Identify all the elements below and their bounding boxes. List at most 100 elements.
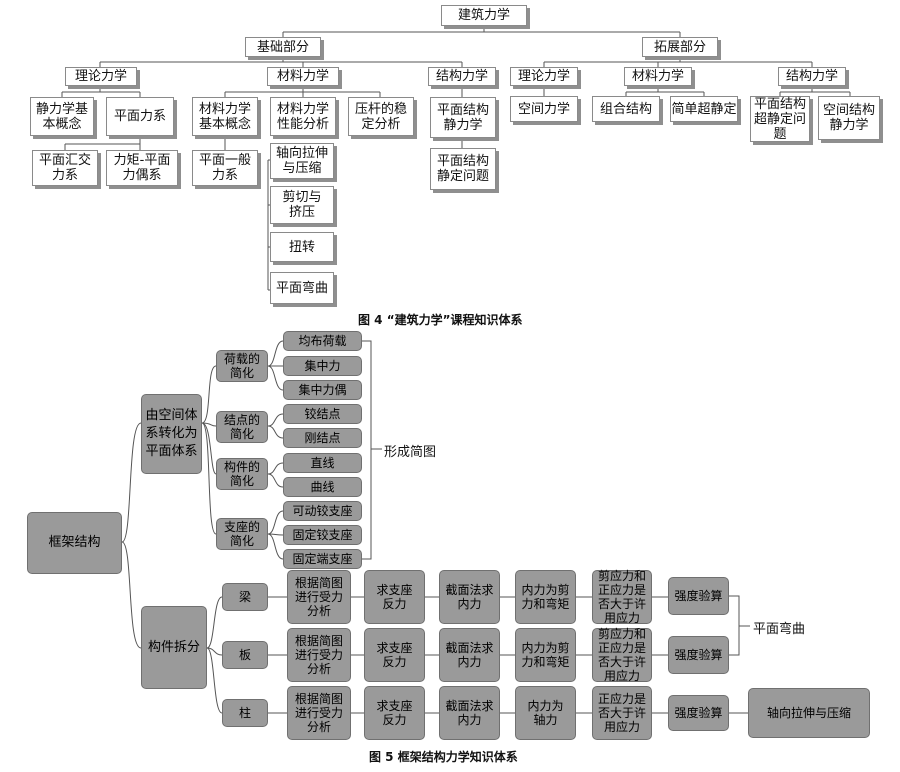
node-space-to-plane: 由空间体系转化为平面体系	[141, 394, 202, 474]
beam-step-analysis: 根据简图进行受力分析	[287, 570, 351, 624]
node-label: 静力学基本概念	[35, 101, 88, 132]
node-label: 简单超静定	[671, 101, 737, 117]
node-label: 固定铰支座	[292, 528, 353, 542]
node-structure: 结构力学	[428, 67, 496, 86]
node-label: 正应力是否大于许用应力	[597, 692, 646, 734]
column-step-reaction: 求支座反力	[364, 686, 425, 740]
slab-step-analysis: 根据简图进行受力分析	[287, 628, 351, 682]
node-label: 框架结构	[48, 535, 101, 550]
node-label: 构件的简化	[224, 460, 261, 488]
node-ext-materials: 材料力学	[624, 67, 692, 86]
label-plane-bending: 平面弯曲	[753, 622, 806, 637]
label-form-diagram: 形成简图	[384, 445, 437, 460]
node-curve: 曲线	[283, 477, 362, 497]
node-label: 剪切与挤压	[282, 190, 322, 220]
node-label: 材料力学性能分析	[276, 101, 329, 132]
figure-5-caption: 图 5 框架结构力学知识体系	[369, 750, 518, 764]
node-label: 空间力学	[517, 101, 570, 117]
node-label: 平面一般力系	[198, 153, 251, 183]
node-label: 求支座反力	[376, 583, 413, 611]
node-label: 由空间体系转化为平面体系	[145, 408, 198, 459]
node-label: 结构力学	[785, 69, 838, 84]
node-member-simplification: 构件的简化	[216, 458, 268, 490]
column-step-section: 截面法求内力	[439, 686, 500, 740]
node-statics-concept: 静力学基本概念	[30, 97, 94, 136]
node-label: 均布荷载	[298, 334, 347, 348]
node-root: 建筑力学	[441, 5, 527, 26]
node-label: 理论力学	[517, 69, 570, 84]
node-label: 曲线	[310, 480, 335, 494]
node-label: 剪应力和正应力是否大于许用应力	[597, 627, 646, 683]
node-plane-force: 平面力系	[106, 97, 174, 136]
node-label: 平面力系	[113, 109, 166, 124]
node-load-simplification: 荷载的简化	[216, 350, 268, 382]
node-fixed-hinge-support: 固定铰支座	[283, 525, 362, 545]
node-hinge-joint: 铰结点	[283, 404, 362, 424]
node-point-force: 集中力	[283, 356, 362, 376]
node-label: 集中力	[304, 359, 341, 373]
node-label: 内力为剪力和弯矩	[521, 641, 570, 669]
node-label: 截面法求内力	[445, 699, 494, 727]
node-label: 建筑力学	[457, 8, 510, 23]
node-combined: 组合结构	[592, 96, 660, 122]
node-label: 力矩-平面力偶系	[113, 153, 171, 183]
node-label: 构件拆分	[147, 639, 200, 655]
node-label: 可动铰支座	[292, 504, 353, 518]
node-axial-tension-compression: 轴向拉伸与压缩	[748, 688, 870, 738]
node-shear: 剪切与挤压	[270, 186, 334, 224]
node-label: 强度验算	[674, 648, 723, 662]
slab-stress-check: 剪应力和正应力是否大于许用应力	[592, 627, 652, 683]
beam-step-section: 截面法求内力	[439, 570, 500, 624]
node-concurrent: 平面汇交力系	[32, 150, 98, 186]
node-label: 刚结点	[304, 431, 341, 445]
node-label: 求支座反力	[376, 641, 413, 669]
node-straight-line: 直线	[283, 453, 362, 473]
node-label: 板	[238, 648, 251, 662]
node-label: 组合结构	[599, 101, 652, 117]
node-label: 梁	[238, 590, 251, 604]
node-mat-concept: 材料力学基本概念	[192, 97, 258, 136]
node-axial: 轴向拉伸与压缩	[270, 143, 334, 179]
node-support-simplification: 支座的简化	[216, 518, 268, 550]
slab-strength-check: 强度验算	[668, 636, 729, 674]
node-general-plane: 平面一般力系	[192, 150, 258, 186]
node-label: 剪应力和正应力是否大于许用应力	[597, 569, 646, 625]
column-step-analysis: 根据简图进行受力分析	[287, 686, 351, 740]
node-joint-simplification: 结点的简化	[216, 411, 268, 443]
node-label: 集中力偶	[298, 383, 347, 397]
node-label: 基础部分	[256, 39, 309, 55]
node-label: 压杆的稳定分析	[354, 101, 407, 132]
node-materials: 材料力学	[267, 67, 339, 86]
node-label: 轴向拉伸与压缩	[275, 146, 328, 176]
node-label: 求支座反力	[376, 699, 413, 727]
node-label: 材料力学基本概念	[198, 101, 251, 132]
node-rigid-joint: 刚结点	[283, 428, 362, 448]
node-label: 截面法求内力	[445, 583, 494, 611]
node-label: 结点的简化	[224, 413, 261, 441]
node-label: 内力为轴力	[527, 699, 564, 727]
beam-step-reaction: 求支座反力	[364, 570, 425, 624]
node-label: 支座的简化	[224, 520, 261, 548]
node-label: 强度验算	[674, 589, 723, 603]
node-extension-part: 拓展部分	[642, 37, 718, 57]
node-label: 材料力学	[631, 69, 684, 84]
node-label: 内力为剪力和弯矩	[521, 583, 570, 611]
node-label: 平面结构静定问题	[436, 154, 489, 184]
beam-step-internal-force: 内力为剪力和弯矩	[515, 570, 576, 624]
node-plane-determinate: 平面结构静定问题	[430, 148, 496, 190]
node-label: 空间结构静力学	[822, 103, 875, 133]
node-label: 拓展部分	[653, 39, 706, 55]
node-label: 材料力学	[276, 69, 329, 84]
node-label: 固定端支座	[292, 552, 353, 566]
node-member-decompose: 构件拆分	[141, 606, 207, 689]
node-space-statics: 空间结构静力学	[818, 96, 880, 140]
node-label: 轴向拉伸与压缩	[766, 706, 851, 720]
column-step-internal-force: 内力为轴力	[515, 686, 576, 740]
node-plane-statics: 平面结构静力学	[430, 97, 496, 138]
node-label: 截面法求内力	[445, 641, 494, 669]
node-label: 结构力学	[435, 69, 488, 84]
slab-step-reaction: 求支座反力	[364, 628, 425, 682]
node-space-mech: 空间力学	[510, 96, 578, 122]
node-simple-indeterminate: 简单超静定	[670, 96, 738, 122]
